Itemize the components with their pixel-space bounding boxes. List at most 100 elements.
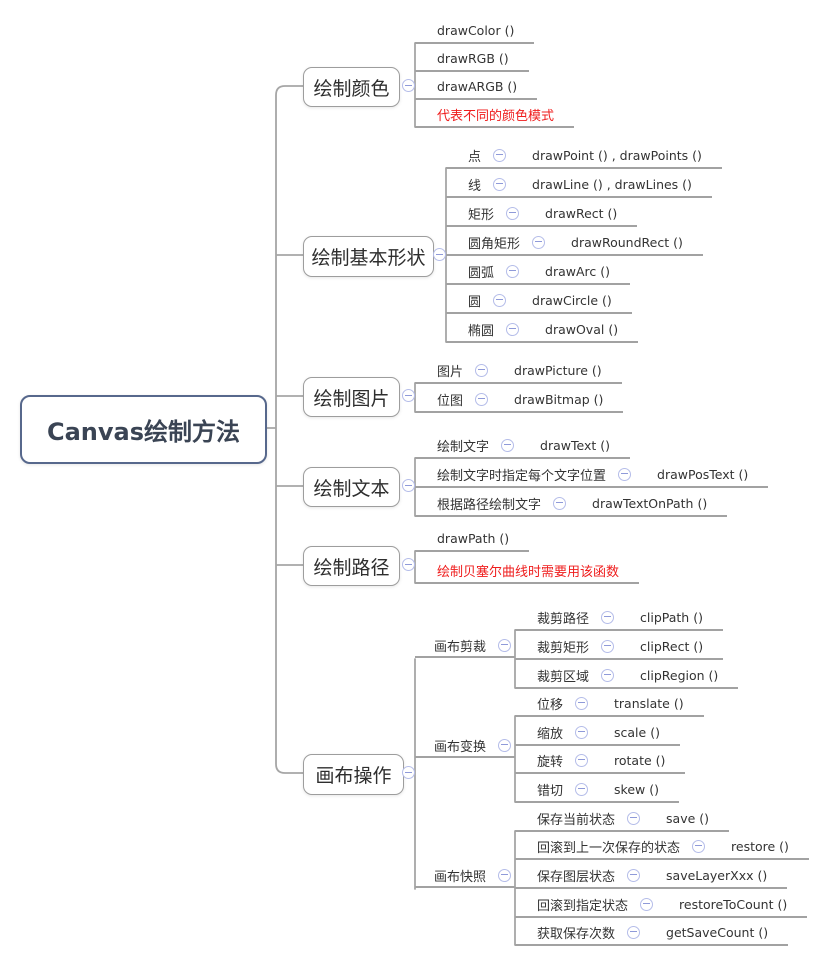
collapse-icon[interactable] xyxy=(627,868,641,882)
topic-row[interactable]: 圆弧 drawArc () xyxy=(446,259,630,285)
note-label: 代表不同的颜色模式 xyxy=(437,108,555,124)
topic-row[interactable]: 缩放 scale () xyxy=(515,720,680,746)
topic-row[interactable]: 线 drawLine () , drawLines () xyxy=(446,172,712,198)
topic-row[interactable]: 圆角矩形 drawRoundRect () xyxy=(446,230,703,256)
topic-row[interactable]: 矩形 drawRect () xyxy=(446,201,638,227)
branch-node-draw-picture[interactable]: 绘制图片 xyxy=(303,377,400,417)
topic-row[interactable]: 位图 drawBitmap () xyxy=(415,387,624,413)
branch-node-draw-path[interactable]: 绘制路径 xyxy=(303,546,400,586)
topic-row[interactable]: 代表不同的颜色模式 xyxy=(415,102,575,128)
method-label: clipPath () xyxy=(640,609,703,625)
collapse-icon[interactable] xyxy=(475,363,489,377)
collapse-icon[interactable] xyxy=(475,392,489,406)
topic-row[interactable]: 椭圆 drawOval () xyxy=(446,317,639,343)
branch-node-canvas-ops[interactable]: 画布操作 xyxy=(303,754,404,795)
branch-label: 画布操作 xyxy=(315,765,392,787)
collapse-icon[interactable] xyxy=(402,79,415,92)
topic-row[interactable]: 旋转 rotate () xyxy=(515,748,686,774)
topic-row[interactable]: 保存图层状态 saveLayerXxx () xyxy=(515,863,788,889)
topic-row[interactable]: 裁剪路径 clipPath () xyxy=(515,605,723,631)
collapse-icon[interactable] xyxy=(433,248,446,261)
method-label: restoreToCount () xyxy=(679,896,788,912)
topic-row[interactable]: 错切 skew () xyxy=(515,777,679,803)
collapse-icon[interactable] xyxy=(640,897,654,911)
collapse-icon[interactable] xyxy=(553,496,567,510)
topic-label: 绘制文字时指定每个文字位置 xyxy=(437,468,607,484)
branch-node-basic-shapes[interactable]: 绘制基本形状 xyxy=(303,236,434,277)
collapse-icon[interactable] xyxy=(402,389,415,402)
collapse-icon[interactable] xyxy=(575,725,589,739)
topic-row[interactable]: 保存当前状态 save () xyxy=(515,806,730,832)
collapse-icon[interactable] xyxy=(501,438,515,452)
topic-label: 点 xyxy=(468,149,482,165)
collapse-icon[interactable] xyxy=(627,925,641,939)
collapse-icon[interactable] xyxy=(493,293,507,307)
topic-row[interactable]: 裁剪区域 clipRegion () xyxy=(515,663,739,689)
method-label: drawText () xyxy=(540,437,610,453)
topic-row[interactable]: drawColor () xyxy=(415,18,535,44)
collapse-icon[interactable] xyxy=(402,766,415,779)
topic-label: 圆弧 xyxy=(468,265,495,281)
branch-node-draw-text[interactable]: 绘制文本 xyxy=(303,467,400,507)
collapse-icon[interactable] xyxy=(498,868,512,882)
method-label: drawBitmap () xyxy=(514,391,604,407)
topic-label: 矩形 xyxy=(468,207,495,223)
root-topic[interactable]: Canvas绘制方法 xyxy=(20,395,267,464)
topic-row[interactable]: 获取保存次数 getSaveCount () xyxy=(515,920,789,946)
topic-label: 位图 xyxy=(437,393,464,409)
collapse-icon[interactable] xyxy=(506,206,520,220)
collapse-icon[interactable] xyxy=(575,782,589,796)
method-label: drawColor () xyxy=(437,22,515,38)
topic-label: 位移 xyxy=(537,697,564,713)
topic-label: 获取保存次数 xyxy=(537,926,616,942)
topic-label: 椭圆 xyxy=(468,323,495,339)
topic-row[interactable]: drawARGB () xyxy=(415,74,538,100)
collapse-icon[interactable] xyxy=(627,811,641,825)
topic-row[interactable]: 根据路径绘制文字 drawTextOnPath () xyxy=(415,491,728,517)
topic-row[interactable]: 绘制贝塞尔曲线时需要用该函数 xyxy=(415,558,640,584)
branch-label: 绘制图片 xyxy=(313,387,390,410)
topic-row[interactable]: 点 drawPoint () , drawPoints () xyxy=(446,143,722,169)
branch-label: 绘制路径 xyxy=(313,556,390,579)
collapse-icon[interactable] xyxy=(601,668,615,682)
method-label: drawRect () xyxy=(545,205,618,221)
collapse-icon[interactable] xyxy=(601,610,615,624)
collapse-icon[interactable] xyxy=(402,558,415,571)
topic-row[interactable]: 绘制文字 drawText () xyxy=(415,433,630,459)
topic-label: 保存图层状态 xyxy=(537,869,616,885)
collapse-icon[interactable] xyxy=(498,738,512,752)
collapse-icon[interactable] xyxy=(506,264,520,278)
collapse-icon[interactable] xyxy=(618,467,632,481)
topic-row-canvas-transform[interactable]: 画布变换 xyxy=(415,734,515,758)
topic-row[interactable]: 圆 drawCircle () xyxy=(446,288,632,314)
topic-row-canvas-snapshot[interactable]: 画布快照 xyxy=(415,864,515,888)
method-label: drawRGB () xyxy=(437,50,509,66)
collapse-icon[interactable] xyxy=(692,839,706,853)
topic-row[interactable]: 回滚到上一次保存的状态 restore () xyxy=(515,834,809,860)
topic-row[interactable]: 位移 translate () xyxy=(515,691,704,717)
method-label: drawPicture () xyxy=(514,362,602,378)
collapse-icon[interactable] xyxy=(532,235,546,249)
method-label: drawTextOnPath () xyxy=(592,495,708,511)
topic-row-canvas-clip[interactable]: 画布剪裁 xyxy=(415,634,515,658)
method-label: restore () xyxy=(731,838,789,854)
branch-node-draw-color[interactable]: 绘制颜色 xyxy=(303,67,400,107)
collapse-icon[interactable] xyxy=(402,479,415,492)
topic-row[interactable]: 回滚到指定状态 restoreToCount () xyxy=(515,892,808,918)
topic-row[interactable]: 绘制文字时指定每个文字位置 drawPosText () xyxy=(415,462,769,488)
collapse-icon[interactable] xyxy=(575,753,589,767)
topic-row[interactable]: drawRGB () xyxy=(415,46,529,72)
collapse-icon[interactable] xyxy=(498,638,512,652)
method-label: drawLine () , drawLines () xyxy=(532,176,692,192)
collapse-icon[interactable] xyxy=(493,177,507,191)
topic-row[interactable]: drawPath () xyxy=(415,526,530,552)
root-topic-label: Canvas绘制方法 xyxy=(46,418,241,446)
topic-row[interactable]: 图片 drawPicture () xyxy=(415,358,622,384)
collapse-icon[interactable] xyxy=(506,322,520,336)
collapse-icon[interactable] xyxy=(601,639,615,653)
collapse-icon[interactable] xyxy=(575,696,589,710)
topic-row[interactable]: 裁剪矩形 clipRect () xyxy=(515,634,724,660)
topic-label: 裁剪区域 xyxy=(537,669,590,685)
collapse-icon[interactable] xyxy=(493,148,507,162)
